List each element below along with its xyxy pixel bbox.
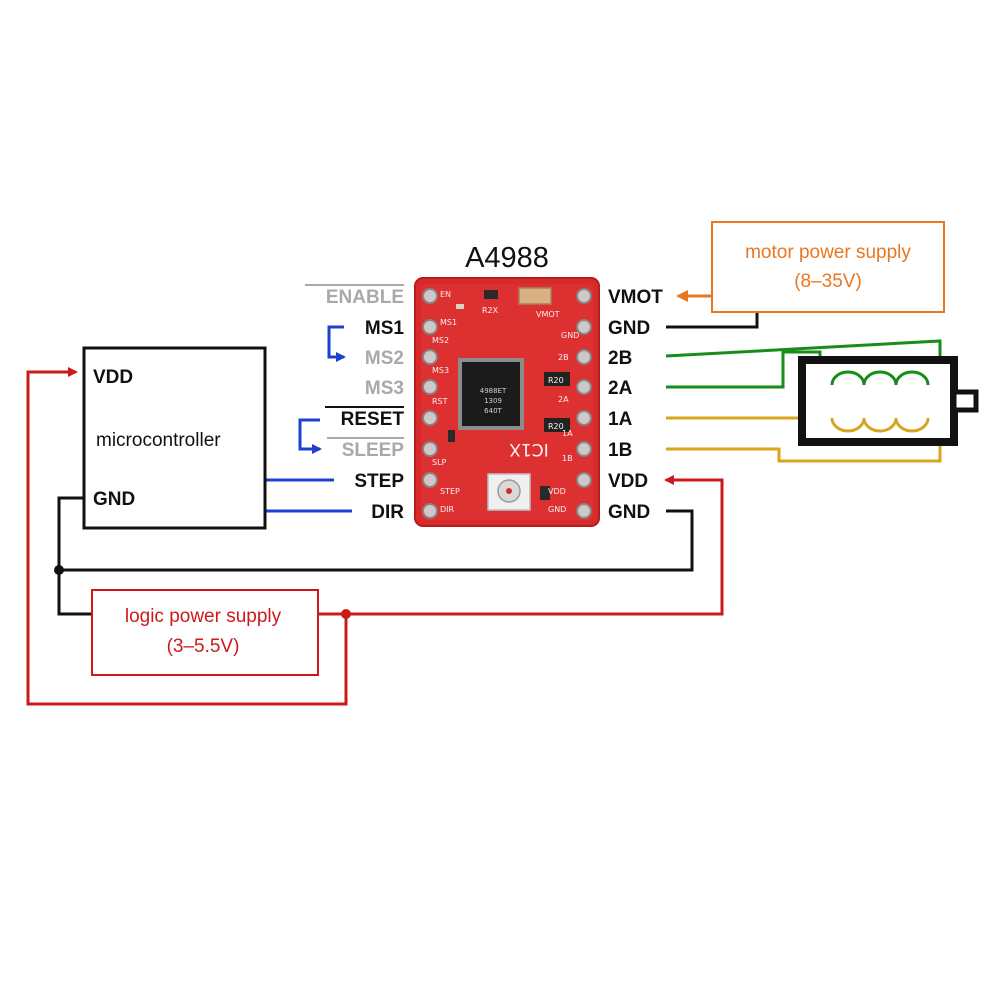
logic-vdd-wire-driver <box>318 475 724 616</box>
logic-supply-line2: (3–5.5V) <box>167 636 240 657</box>
mcu-gnd-label: GND <box>93 489 135 510</box>
pin-label-2b: 2B <box>608 348 632 369</box>
pin-label-1b: 1B <box>608 440 632 461</box>
silk-1a: 1A <box>562 429 573 438</box>
silk-r20a: R20 <box>548 376 564 385</box>
coil-yellow-icon <box>830 417 930 433</box>
a4988-board: A4988 <box>414 242 600 527</box>
mcu-name-label: microcontroller <box>96 430 221 451</box>
pin-label-1a: 1A <box>608 409 633 430</box>
silk-r2x: R2X <box>482 306 499 315</box>
microcontroller-block: VDD microcontroller GND <box>82 346 267 530</box>
junction-dot-red <box>341 609 351 619</box>
logic-supply-box <box>91 589 319 676</box>
pin-label-vmot: VMOT <box>608 287 663 308</box>
pin-label-gnd-motor: GND <box>608 318 650 339</box>
silk-ms3: MS3 <box>432 366 449 375</box>
mcu-vdd-label: VDD <box>93 367 133 388</box>
sense-resistor-2 <box>544 418 570 432</box>
motor-shaft <box>951 389 979 413</box>
pin-label-sleep: SLEEP <box>342 440 405 461</box>
chip-text-1: 4988ET <box>480 387 507 395</box>
silk-ms2: MS2 <box>432 336 449 345</box>
silk-1b: 1B <box>562 454 573 463</box>
silk-vmot: VMOT <box>536 310 560 319</box>
silk-2b: 2B <box>558 353 569 362</box>
silk-vdd: VDD <box>548 487 566 496</box>
pin-label-ms2: MS2 <box>365 348 404 369</box>
potentiometer-icon <box>487 473 531 511</box>
driver-chip: 4988ET 1309 640T <box>458 358 524 430</box>
silk-step: STEP <box>440 487 460 496</box>
ground-wire-mcu <box>57 496 92 616</box>
silk-2a: 2A <box>558 395 569 404</box>
chip-text-2: 1309 <box>484 397 502 405</box>
logic-power-supply: logic power supply (3–5.5V) <box>91 589 319 676</box>
ground-wire-driver <box>59 509 694 572</box>
silk-slp: SLP <box>432 458 447 467</box>
chip-text-3: 640T <box>484 407 502 415</box>
coil-green-icon <box>830 370 930 386</box>
silk-gnd1: GND <box>561 331 579 340</box>
right-pin-labels: VMOT GND 2B 2A 1A 1B VDD GND <box>608 287 663 523</box>
microcontroller-box <box>82 346 267 530</box>
smd-resistor-c <box>540 486 550 500</box>
smd-resistor-d <box>448 430 455 442</box>
silk-rst: RST <box>432 397 448 406</box>
pin-label-step: STEP <box>354 471 404 492</box>
silk-en: EN <box>440 290 451 299</box>
silk-r20b: R20 <box>548 422 564 431</box>
silk-ic1x: IC1X <box>509 439 549 459</box>
pin-label-gnd-logic: GND <box>608 502 650 523</box>
smd-resistor-a <box>484 290 498 299</box>
smd-resistor-b <box>456 304 464 309</box>
stepper-motor <box>798 356 979 446</box>
logic-supply-line1: logic power supply <box>125 606 282 627</box>
left-header-pins <box>422 288 438 519</box>
reset-sleep-jumper <box>298 418 322 454</box>
motor-supply-line1: motor power supply <box>745 242 911 263</box>
pin-label-vdd: VDD <box>608 471 648 492</box>
logic-vdd-wire-mcu <box>26 367 348 706</box>
pin-label-reset: RESET <box>341 409 405 430</box>
capacitor <box>518 287 552 305</box>
pin-label-enable: ENABLE <box>326 287 404 308</box>
motor-gnd-wire <box>666 312 759 329</box>
motor-supply-box <box>711 221 945 313</box>
motor-supply-line2: (8–35V) <box>794 271 862 292</box>
pin-label-2a: 2A <box>608 378 633 399</box>
pin-label-dir: DIR <box>371 502 404 523</box>
ms1-ms2-jumper <box>327 325 346 362</box>
silk-ms1: MS1 <box>440 318 457 327</box>
pin-label-ms3: MS3 <box>365 378 404 399</box>
motor-body <box>798 356 958 446</box>
right-header-pins <box>576 288 592 519</box>
pin-label-ms1: MS1 <box>365 318 405 339</box>
silk-dir: DIR <box>440 505 455 514</box>
left-pin-labels: ENABLE MS1 MS2 MS3 RESET SLEEP STEP DIR <box>305 284 405 523</box>
sense-resistor-1 <box>544 372 570 386</box>
junction-dot-black <box>54 565 64 575</box>
board-title: A4988 <box>465 242 549 274</box>
silk-gnd2: GND <box>548 505 566 514</box>
motor-power-supply: motor power supply (8–35V) <box>711 221 945 313</box>
